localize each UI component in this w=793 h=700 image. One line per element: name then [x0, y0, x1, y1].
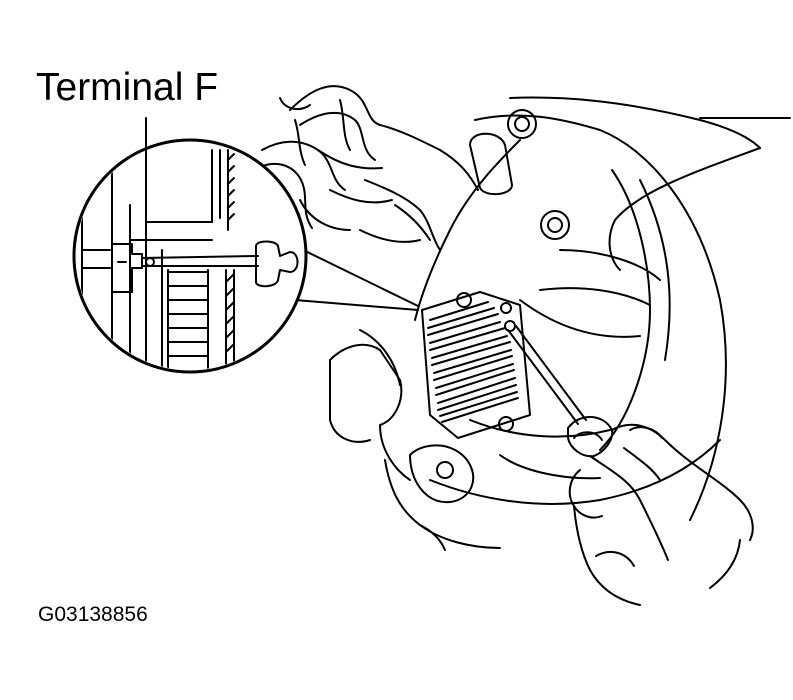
mounting-bracket [329, 329, 501, 551]
magnifier-leader-lines [294, 245, 419, 311]
terminal-f-label: Terminal F [36, 66, 219, 109]
hand [568, 423, 754, 606]
screwdriver [507, 325, 614, 458]
alternator-housing [414, 96, 791, 521]
figure-code: G03138856 [38, 603, 148, 626]
magnifier-inset [72, 117, 308, 374]
mounting-bolt-upper [507, 109, 537, 139]
wiring-harness [254, 85, 479, 251]
mounting-bolt-middle [540, 210, 570, 240]
ic-regulator [421, 291, 531, 439]
